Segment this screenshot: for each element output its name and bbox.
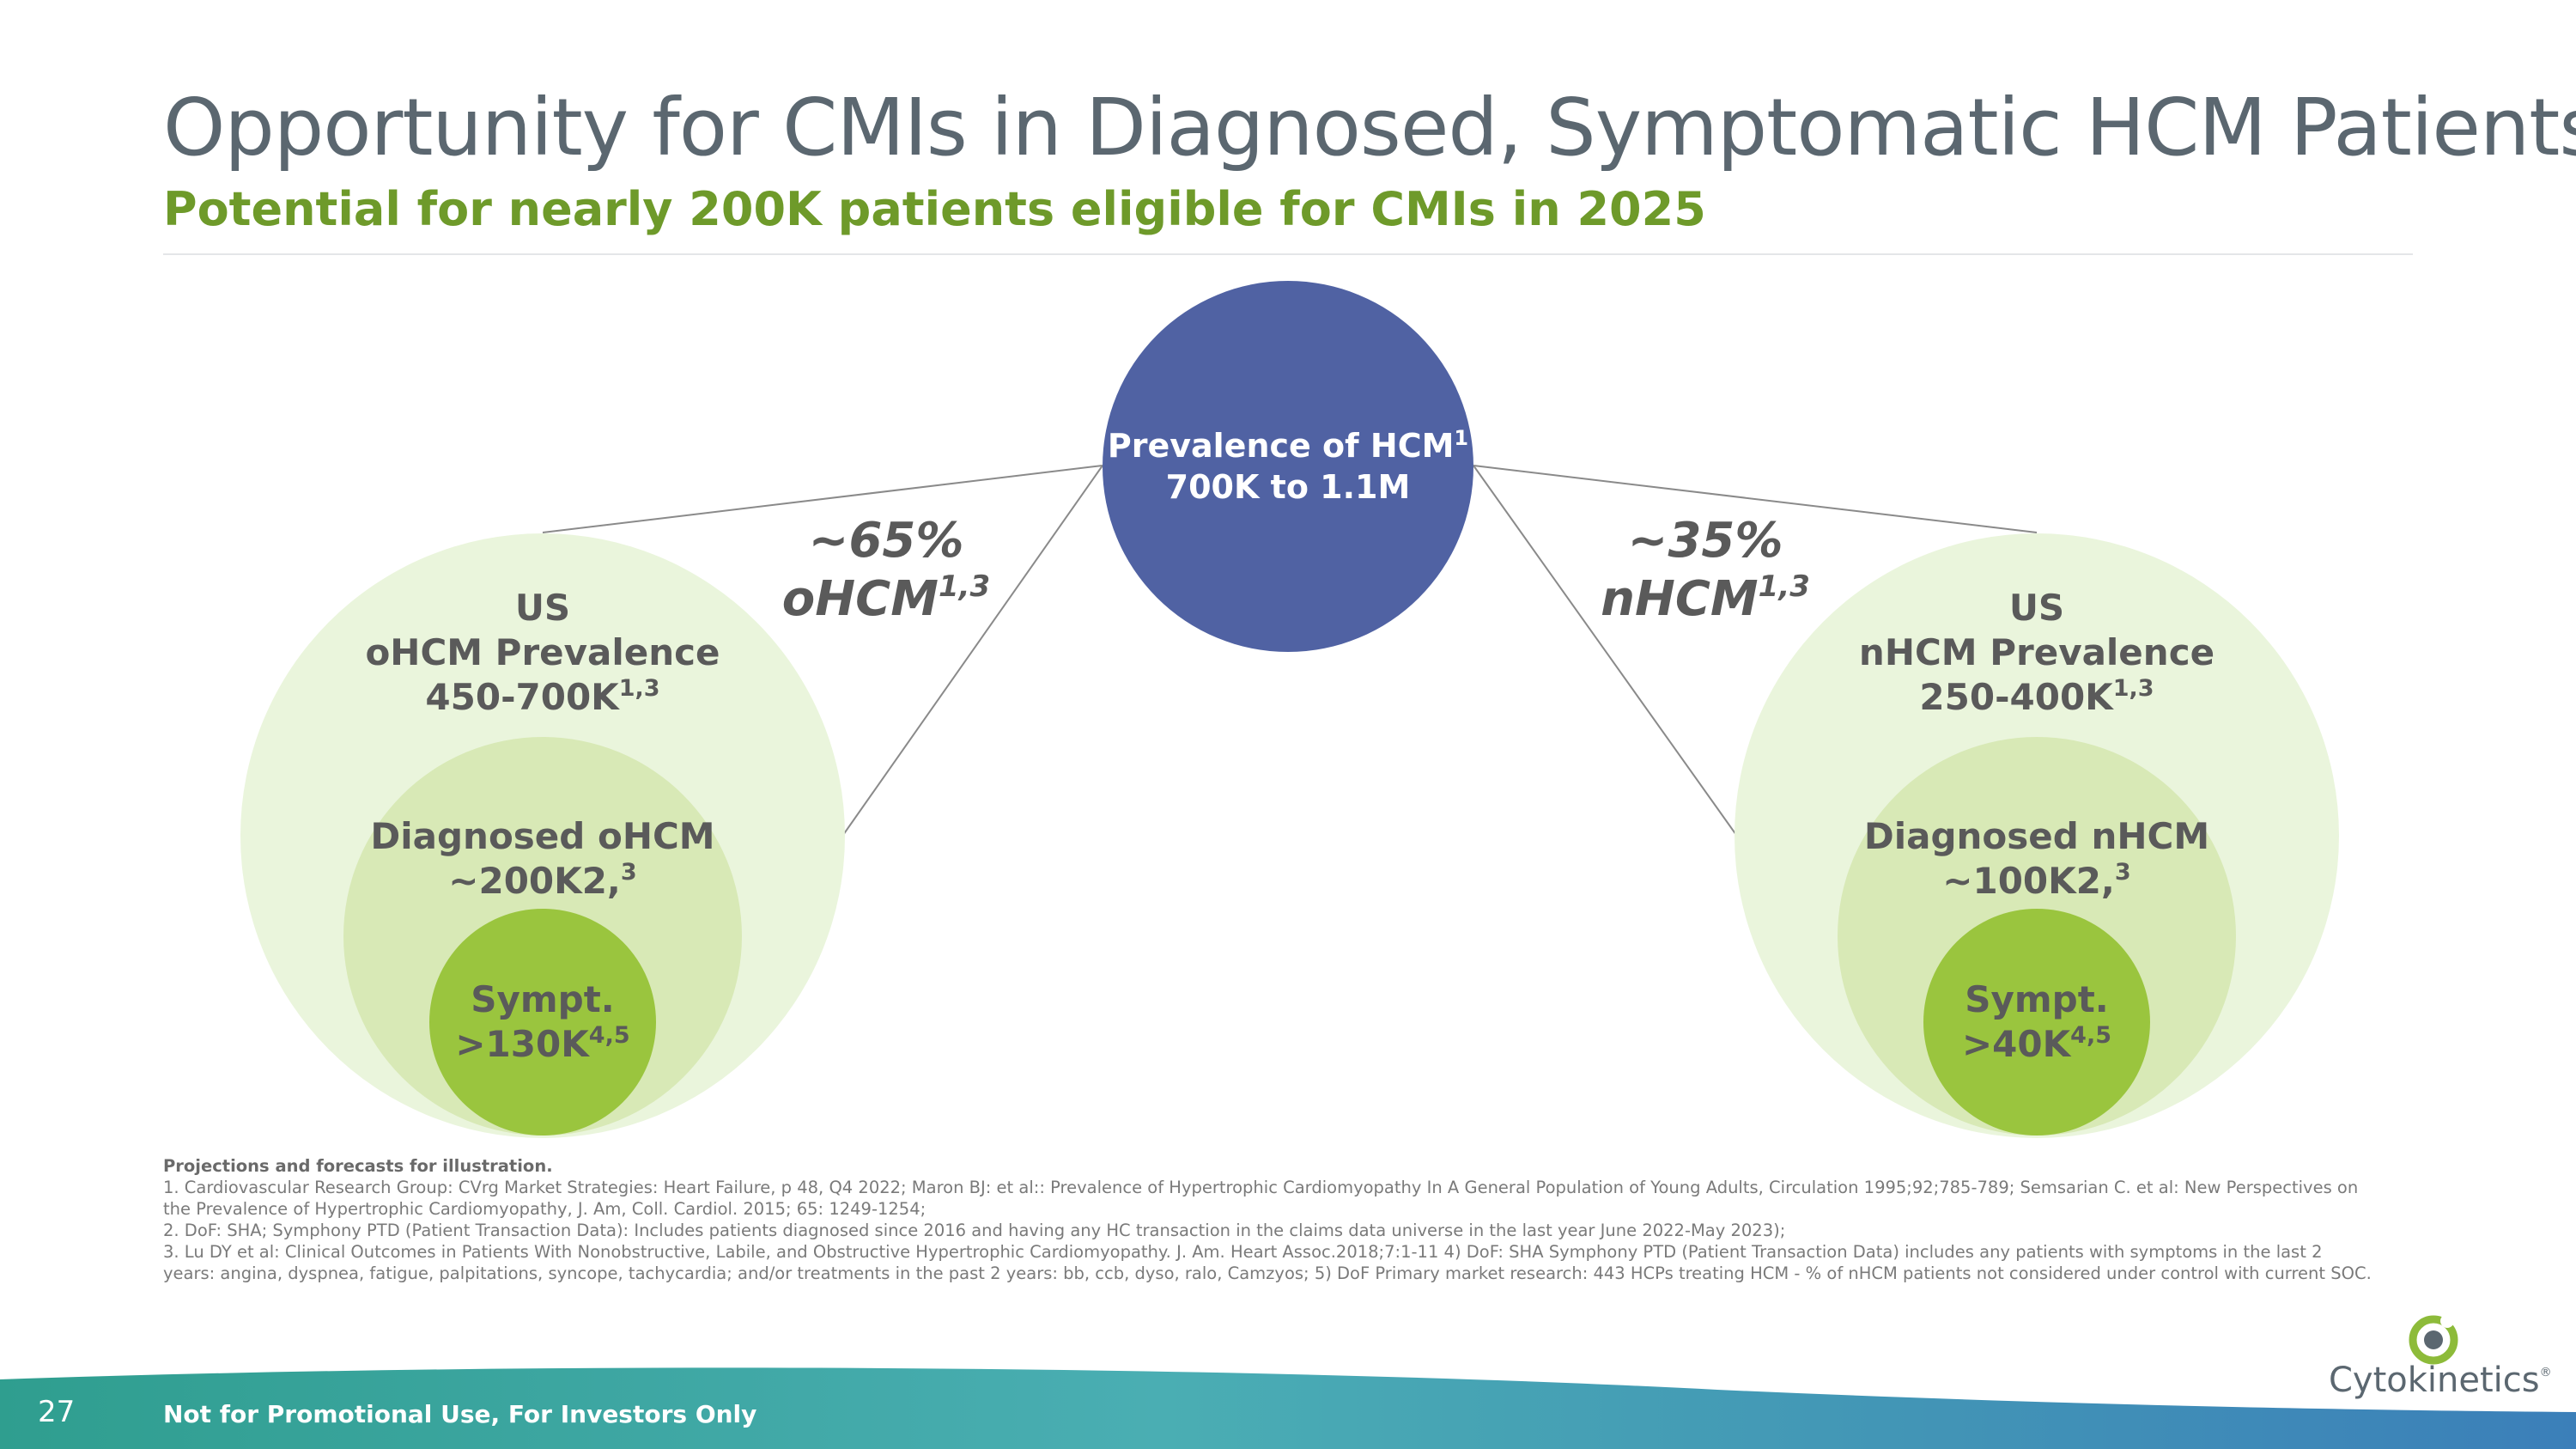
ohcm-prevalence-label: oHCM Prevalence xyxy=(365,631,720,673)
symptomatic-ohcm-circle xyxy=(429,909,656,1135)
hcm-prevalence-label: Prevalence of HCM1 xyxy=(1108,426,1468,465)
ohcm-percentage: ~65% xyxy=(809,513,964,569)
nhcm-prevalence-label: nHCM Prevalence xyxy=(1859,631,2215,673)
title-divider xyxy=(163,253,2413,255)
connector-line-right-bottom xyxy=(1473,465,1737,836)
symptomatic-ohcm-label: Sympt. xyxy=(471,978,615,1020)
page-title: Opportunity for CMIs in Diagnosed, Sympt… xyxy=(163,82,2576,174)
nhcm-percentage: ~35% xyxy=(1628,513,1783,569)
ohcm-prevalence-value: 450-700K1,3 xyxy=(425,675,659,718)
footnote-line: the Prevalence of Hypertrophic Cardiomyo… xyxy=(163,1199,927,1219)
footer-disclaimer: Not for Promotional Use, For Investors O… xyxy=(163,1400,757,1428)
ohcm-region-label: US xyxy=(515,587,570,629)
hcm-prevalence-value: 700K to 1.1M xyxy=(1166,468,1411,506)
diagnosed-ohcm-label: Diagnosed oHCM xyxy=(370,815,714,857)
symptomatic-nhcm-label: Sympt. xyxy=(1965,978,2109,1020)
footnote-line: 3. Lu DY et al: Clinical Outcomes in Pat… xyxy=(163,1242,2323,1262)
cytokinetics-logo-icon xyxy=(2409,1314,2458,1365)
cytokinetics-logo: Cytokinetics® xyxy=(2329,1361,2552,1400)
projection-disclaimer: Projections and forecasts for illustrati… xyxy=(163,1156,553,1176)
nhcm-region-label: US xyxy=(2009,587,2064,629)
footnote-line: 1. Cardiovascular Research Group: CVrg M… xyxy=(163,1178,2359,1197)
connector-line-left-bottom xyxy=(842,465,1103,836)
ohcm-type-label: oHCM1,3 xyxy=(782,569,990,627)
nhcm-type-label: nHCM1,3 xyxy=(1601,569,1810,627)
connector-line-left-top xyxy=(542,465,1103,533)
hcm-prevalence-circle xyxy=(1103,281,1473,652)
symptomatic-nhcm-circle xyxy=(1923,909,2150,1135)
footnote-line: years: angina, dyspnea, fatigue, palpita… xyxy=(163,1263,2372,1283)
nhcm-prevalence-value: 250-400K1,3 xyxy=(1919,675,2154,718)
page-number: 27 xyxy=(38,1395,76,1429)
hcm-segmentation-diagram: Prevalence of HCM1 700K to 1.1M ~65% oHC… xyxy=(240,281,2339,1138)
symptomatic-nhcm-value: >40K4,5 xyxy=(1962,1022,2111,1065)
page-subtitle: Potential for nearly 200K patients eligi… xyxy=(163,182,1706,236)
footnote-line: 2. DoF: SHA; Symphony PTD (Patient Trans… xyxy=(163,1221,1786,1240)
footer-wave-band xyxy=(0,1367,2576,1449)
diagnosed-ohcm-value: ~200K2,3 xyxy=(448,859,636,902)
diagnosed-nhcm-value: ~100K2,3 xyxy=(1942,859,2130,902)
footnotes: Projections and forecasts for illustrati… xyxy=(163,1155,2396,1284)
symptomatic-ohcm-value: >130K4,5 xyxy=(455,1022,629,1065)
diagnosed-nhcm-label: Diagnosed nHCM xyxy=(1864,815,2209,857)
connector-line-right-top xyxy=(1473,465,2038,533)
